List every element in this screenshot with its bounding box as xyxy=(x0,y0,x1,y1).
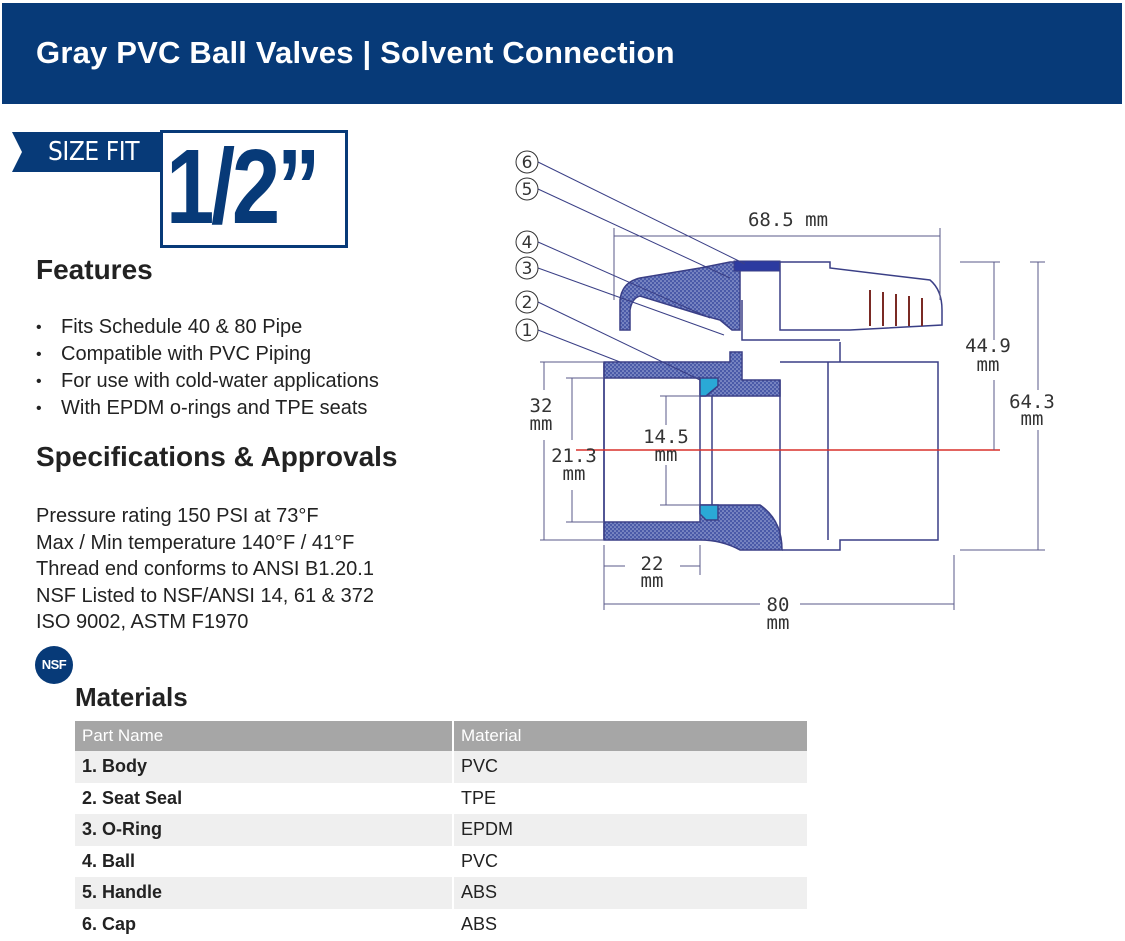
spec-line: Max / Min temperature 140°F / 41°F xyxy=(36,531,355,554)
svg-text:6: 6 xyxy=(522,153,533,173)
dimension-labels: 68.5 mm 44.9 mm 64.3 mm 32 mm 21.3 mm 14… xyxy=(530,209,1055,634)
svg-text:1: 1 xyxy=(522,321,533,341)
callout-6: 6 xyxy=(515,150,539,174)
callout-5: 5 xyxy=(515,177,539,201)
spec-line: Thread end conforms to ANSI B1.20.1 xyxy=(36,558,374,580)
valve-handle xyxy=(619,260,943,331)
table-row: 1. Body PVC xyxy=(75,751,809,783)
spec-line: ISO 9002, ASTM F1970 xyxy=(36,611,249,633)
dim-inner-dia-value: 21.3 xyxy=(551,445,597,467)
part-name-cell: 4. Ball xyxy=(75,845,454,877)
size-value: 1/2” xyxy=(166,128,320,246)
dim-top-width: 68.5 mm xyxy=(748,209,828,231)
page-title: Gray PVC Ball Valves | Solvent Connectio… xyxy=(36,35,675,70)
dim-bore-unit: mm xyxy=(655,444,678,466)
dim-length-unit: mm xyxy=(767,612,790,634)
table-row: 5. Handle ABS xyxy=(75,877,809,909)
size-label: SIZE FIT xyxy=(48,137,140,167)
callout-leaders xyxy=(537,161,746,381)
materials-title: Materials xyxy=(75,682,188,712)
svg-text:5: 5 xyxy=(522,180,533,200)
feature-item: For use with cold-water applications xyxy=(36,368,379,395)
dim-socket-value: 22 xyxy=(641,553,664,575)
table-row: 3. O-Ring EPDM xyxy=(75,814,809,846)
dim-handle-height-unit: mm xyxy=(977,354,1000,376)
valve-body-section xyxy=(603,351,783,551)
page-header: Gray PVC Ball Valves | Solvent Connectio… xyxy=(2,3,1122,104)
size-banner xyxy=(12,132,162,172)
svg-text:4: 4 xyxy=(522,233,533,253)
material-cell: PVC xyxy=(453,845,809,877)
specs-list: Pressure rating 150 PSI at 73°F Max / Mi… xyxy=(36,503,374,636)
header-material: Material xyxy=(453,721,809,751)
dim-handle-height-value: 44.9 xyxy=(965,335,1011,357)
part-name-cell: 1. Body xyxy=(75,751,454,783)
material-cell: EPDM xyxy=(453,814,809,846)
feature-item: With EPDM o-rings and TPE seats xyxy=(36,395,379,422)
valve-outline xyxy=(603,300,939,551)
material-cell: PVC xyxy=(453,751,809,783)
table-row: 2. Seat Seal TPE xyxy=(75,782,809,814)
part-name-cell: 5. Handle xyxy=(75,877,454,909)
nsf-badge-icon: NSF xyxy=(35,646,73,684)
size-box xyxy=(160,130,348,248)
dim-bore-value: 14.5 xyxy=(643,426,689,448)
features-title: Features xyxy=(36,254,153,285)
material-cell: TPE xyxy=(453,782,809,814)
dim-length-value: 80 xyxy=(767,594,790,616)
svg-text:2: 2 xyxy=(522,293,533,313)
header-part-name: Part Name xyxy=(75,721,454,751)
materials-table: Part Name Material 1. Body PVC 2. Seat S… xyxy=(75,721,809,940)
valve-diagram: 6 5 4 3 2 1 68.5 mm 44.9 mm 64.3 mm 32 m… xyxy=(515,150,1055,634)
callout-markers: 6 5 4 3 2 1 xyxy=(515,150,539,342)
part-name-cell: 2. Seat Seal xyxy=(75,782,454,814)
table-header-row: Part Name Material xyxy=(75,721,809,751)
table-row: 6. Cap ABS xyxy=(75,908,809,940)
dim-socket-unit: mm xyxy=(641,570,664,592)
part-name-cell: 3. O-Ring xyxy=(75,814,454,846)
callout-3: 3 xyxy=(515,256,539,280)
dim-outer-dia-unit: mm xyxy=(530,413,553,435)
dim-outer-dia-value: 32 xyxy=(530,395,553,417)
features-list: Fits Schedule 40 & 80 Pipe Compatible wi… xyxy=(36,314,379,422)
spec-line: Pressure rating 150 PSI at 73°F xyxy=(36,505,319,527)
dim-total-height-unit: mm xyxy=(1021,408,1044,430)
table-row: 4. Ball PVC xyxy=(75,845,809,877)
part-name-cell: 6. Cap xyxy=(75,908,454,940)
spec-line: NSF Listed to NSF/ANSI 14, 61 & 372 xyxy=(36,584,374,607)
dim-total-height-value: 64.3 xyxy=(1009,391,1055,413)
material-cell: ABS xyxy=(453,877,809,909)
specs-title: Specifications & Approvals xyxy=(36,441,398,472)
callout-1: 1 xyxy=(515,318,539,342)
feature-item: Fits Schedule 40 & 80 Pipe xyxy=(36,314,379,341)
dim-inner-dia-unit: mm xyxy=(563,463,586,485)
dimension-lines xyxy=(540,228,1045,610)
callout-2: 2 xyxy=(515,290,539,314)
material-cell: ABS xyxy=(453,908,809,940)
svg-text:3: 3 xyxy=(522,259,533,279)
callout-4: 4 xyxy=(515,230,539,254)
feature-item: Compatible with PVC Piping xyxy=(36,341,379,368)
